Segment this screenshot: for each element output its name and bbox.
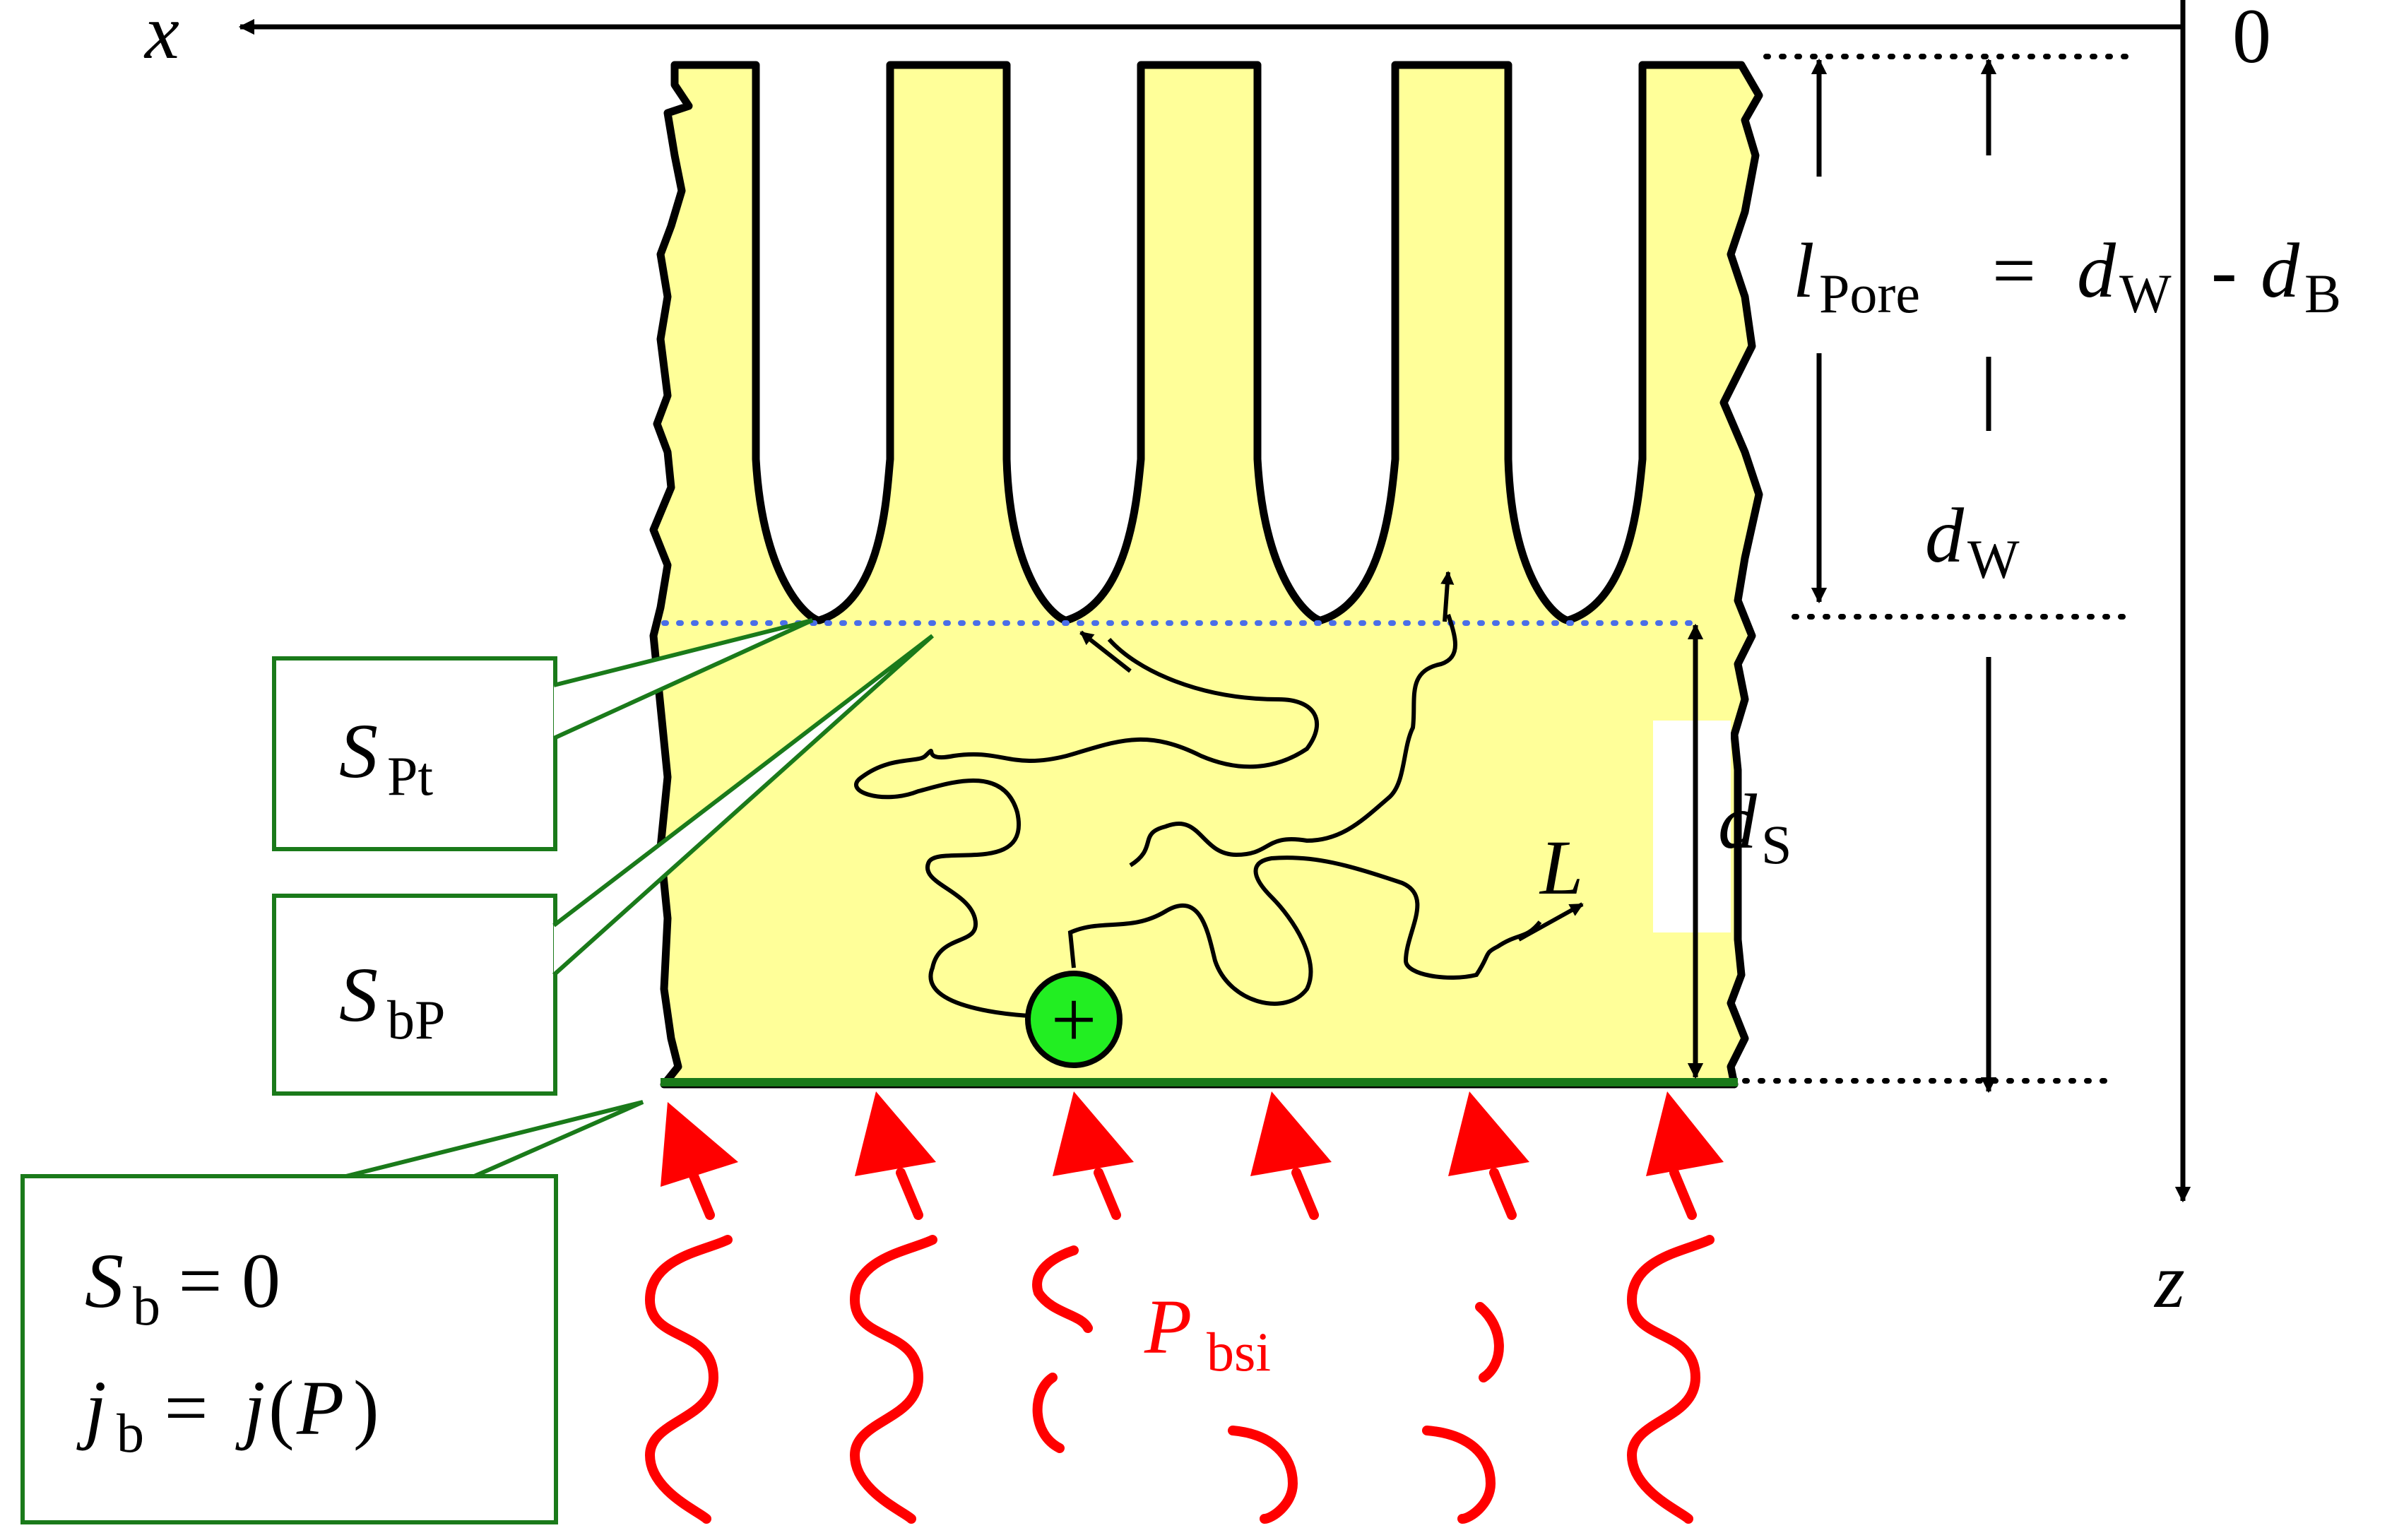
light-ray-5 bbox=[1422, 1168, 1517, 1524]
sb-symbol: S bbox=[85, 1238, 124, 1324]
sb-subscript: b bbox=[133, 1275, 160, 1337]
random-walk-path bbox=[854, 638, 1320, 1019]
spt-symbol: S bbox=[339, 708, 378, 794]
db-symbol: d bbox=[2261, 227, 2300, 314]
pbsi-symbol: P bbox=[1144, 1284, 1192, 1370]
spt-callout-box bbox=[272, 656, 557, 851]
x-axis-label: x bbox=[143, 0, 179, 75]
spt-label: S Pt bbox=[339, 708, 433, 807]
pbsi-subscript: bsi bbox=[1207, 1321, 1271, 1382]
sbp-callout-box bbox=[272, 894, 557, 1096]
dw-subscript: W bbox=[2119, 263, 2172, 324]
sb-value: = 0 bbox=[159, 1238, 280, 1324]
hole-particle bbox=[1025, 971, 1123, 1068]
substrate-body bbox=[649, 61, 1763, 1089]
z-axis-label: z bbox=[2153, 1238, 2185, 1324]
ds-subscript: S bbox=[1761, 814, 1792, 875]
sbp-callout-pointer bbox=[552, 634, 935, 977]
jb-arg: P bbox=[296, 1365, 344, 1451]
random-walk-path-2 bbox=[1067, 855, 1542, 1006]
walk-arrow-L bbox=[1517, 902, 1584, 942]
light-arrowhead-2 bbox=[855, 1091, 936, 1176]
light-ray-1 bbox=[644, 1168, 733, 1524]
random-walk-path-3 bbox=[1129, 614, 1457, 867]
sbp-symbol: S bbox=[339, 952, 378, 1038]
sbp-subscript: bP bbox=[387, 989, 445, 1050]
origin-label: 0 bbox=[2232, 0, 2271, 79]
light-arrowhead-5 bbox=[1448, 1091, 1529, 1176]
hole-plus-sign: + bbox=[1051, 975, 1097, 1065]
light-arrowhead-4 bbox=[1250, 1091, 1332, 1176]
illumination-label: P bsi bbox=[1144, 1284, 1271, 1382]
sb-callout-pointer bbox=[331, 1100, 644, 1182]
pore-length-equation: l Pore = d W - d B bbox=[1793, 227, 2341, 324]
db-subscript: B bbox=[2304, 263, 2341, 324]
ds-label: d S bbox=[1718, 778, 1792, 875]
jb-equals: = bbox=[145, 1365, 227, 1451]
spt-callout-pointer bbox=[552, 618, 814, 740]
illumination-arrowheads bbox=[661, 1091, 1724, 1187]
sbp-label: S bP bbox=[339, 952, 445, 1050]
light-arrowhead-6 bbox=[1646, 1091, 1724, 1176]
light-arrowhead-3 bbox=[1053, 1091, 1134, 1176]
diffusion-length-label: L bbox=[1539, 824, 1583, 911]
lpore-equals: = bbox=[1992, 227, 2036, 314]
walk-arrow-left bbox=[1079, 630, 1132, 673]
illumination-arrows bbox=[644, 1168, 1715, 1524]
light-ray-6 bbox=[1626, 1168, 1715, 1524]
light-ray-3 bbox=[1032, 1168, 1121, 1453]
sb-condition: S b = 0 bbox=[85, 1238, 280, 1337]
dw-label: d W bbox=[1925, 492, 2020, 590]
light-ray-2 bbox=[849, 1168, 937, 1524]
spt-subscript: Pt bbox=[387, 745, 433, 807]
jb-subscript: b bbox=[117, 1402, 144, 1464]
dw2-symbol: d bbox=[1925, 492, 1965, 579]
dw-symbol: d bbox=[2077, 227, 2116, 314]
dw2-subscript: W bbox=[1967, 528, 2020, 590]
minus-sign: - bbox=[2211, 227, 2237, 314]
light-arrowhead-1 bbox=[661, 1102, 738, 1187]
jb-close-paren: ) bbox=[353, 1365, 379, 1451]
light-ray-4 bbox=[1228, 1168, 1319, 1524]
lpore-subscript: Pore bbox=[1819, 263, 1920, 324]
walk-arrow-up bbox=[1440, 571, 1455, 622]
jb-open-paren: ( bbox=[268, 1365, 295, 1451]
ds-symbol: d bbox=[1718, 778, 1758, 865]
lpore-symbol: l bbox=[1793, 227, 1815, 314]
sb-callout-box bbox=[20, 1174, 558, 1524]
